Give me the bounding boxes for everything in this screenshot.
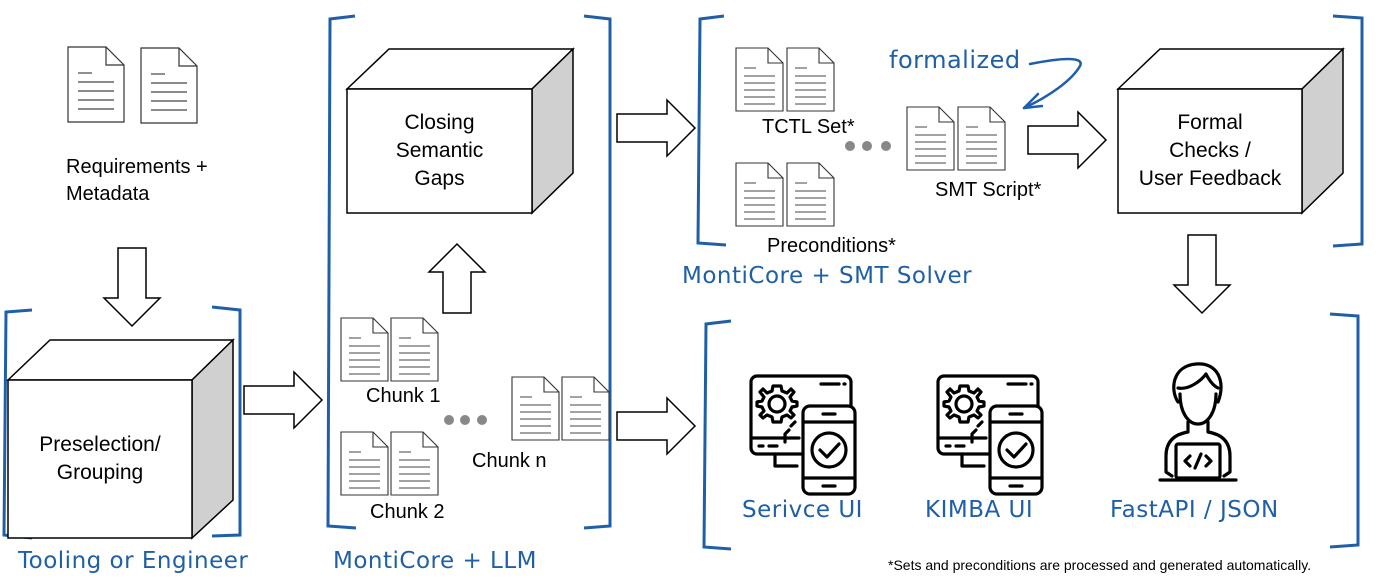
arrow-right-icon [616,99,696,157]
ellipsis-dots [444,415,487,425]
closing-gaps-line2: Semantic [395,139,484,162]
llm-caption: MontiCore + LLM [333,548,537,574]
closing-gaps-line3: Gaps [414,167,465,190]
ellipsis-dots [845,141,891,151]
kimba-ui-label: KIMBA UI [925,497,1034,523]
requirements-label: Requirements + Metadata [40,154,250,208]
preconditions-documents-icon [735,162,835,227]
tctl-set-label: TCTL Set* [762,116,855,138]
chunk-1-label: Chunk 1 [366,385,441,407]
smt-bracket [696,14,1364,248]
requirements-documents-icon [67,46,198,124]
chunk-2-documents-icon [340,431,439,496]
tctl-set-documents-icon [735,47,835,112]
monitor-phone-gear-check-icon [936,374,1044,496]
tooling-caption: Tooling or Engineer [18,548,249,574]
service-ui-label: Serivce UI [742,497,863,523]
preselection-box [6,338,235,540]
chunk-2-label: Chunk 2 [370,501,445,523]
closing-semantic-gaps-box [345,47,575,215]
smt-script-documents-icon [906,106,1006,171]
closing-gaps-box-label: Closing Semantic Gaps [347,89,532,213]
chunk-n-label: Chunk n [472,450,547,472]
arrow-right-icon [243,371,323,429]
chunk-n-documents-icon [511,376,610,441]
arrow-right-icon [1027,111,1107,169]
smt-caption: MontiCore + SMT Solver [682,263,973,289]
formal-checks-line3: User Feedback [1138,167,1282,190]
preselection-line2: Grouping [56,461,144,484]
arrow-down-icon [103,247,161,327]
footnote: *Sets and preconditions are processed an… [888,557,1312,573]
requirements-label-line1: Requirements + [66,156,208,178]
preconditions-label: Preconditions* [767,235,896,257]
preselection-line1: Preselection/ [39,433,161,456]
preselection-box-label: Preselection/ Grouping [8,380,192,538]
requirements-label-line2: Metadata [66,183,150,205]
formal-checks-box-label: Formal Checks / User Feedback [1118,89,1302,213]
arrow-up-icon [427,242,487,314]
chunk-1-documents-icon [340,317,439,382]
formal-checks-box [1116,47,1345,215]
closing-gaps-line1: Closing [404,111,475,134]
formalized-annotation: formalized [889,46,1021,74]
outputs-bracket [702,312,1360,551]
llm-bracket [326,14,612,530]
formal-checks-line2: Checks / [1169,139,1251,162]
arrow-right-icon [616,397,696,455]
fastapi-json-label: FastAPI / JSON [1110,497,1279,523]
formalized-arrow-icon [1022,57,1082,110]
smt-script-label: SMT Script* [935,179,1042,201]
arrow-down-icon [1173,234,1231,314]
monitor-phone-gear-check-icon [749,374,857,496]
formal-checks-line1: Formal [1177,111,1243,134]
developer-laptop-code-icon [1158,362,1238,482]
